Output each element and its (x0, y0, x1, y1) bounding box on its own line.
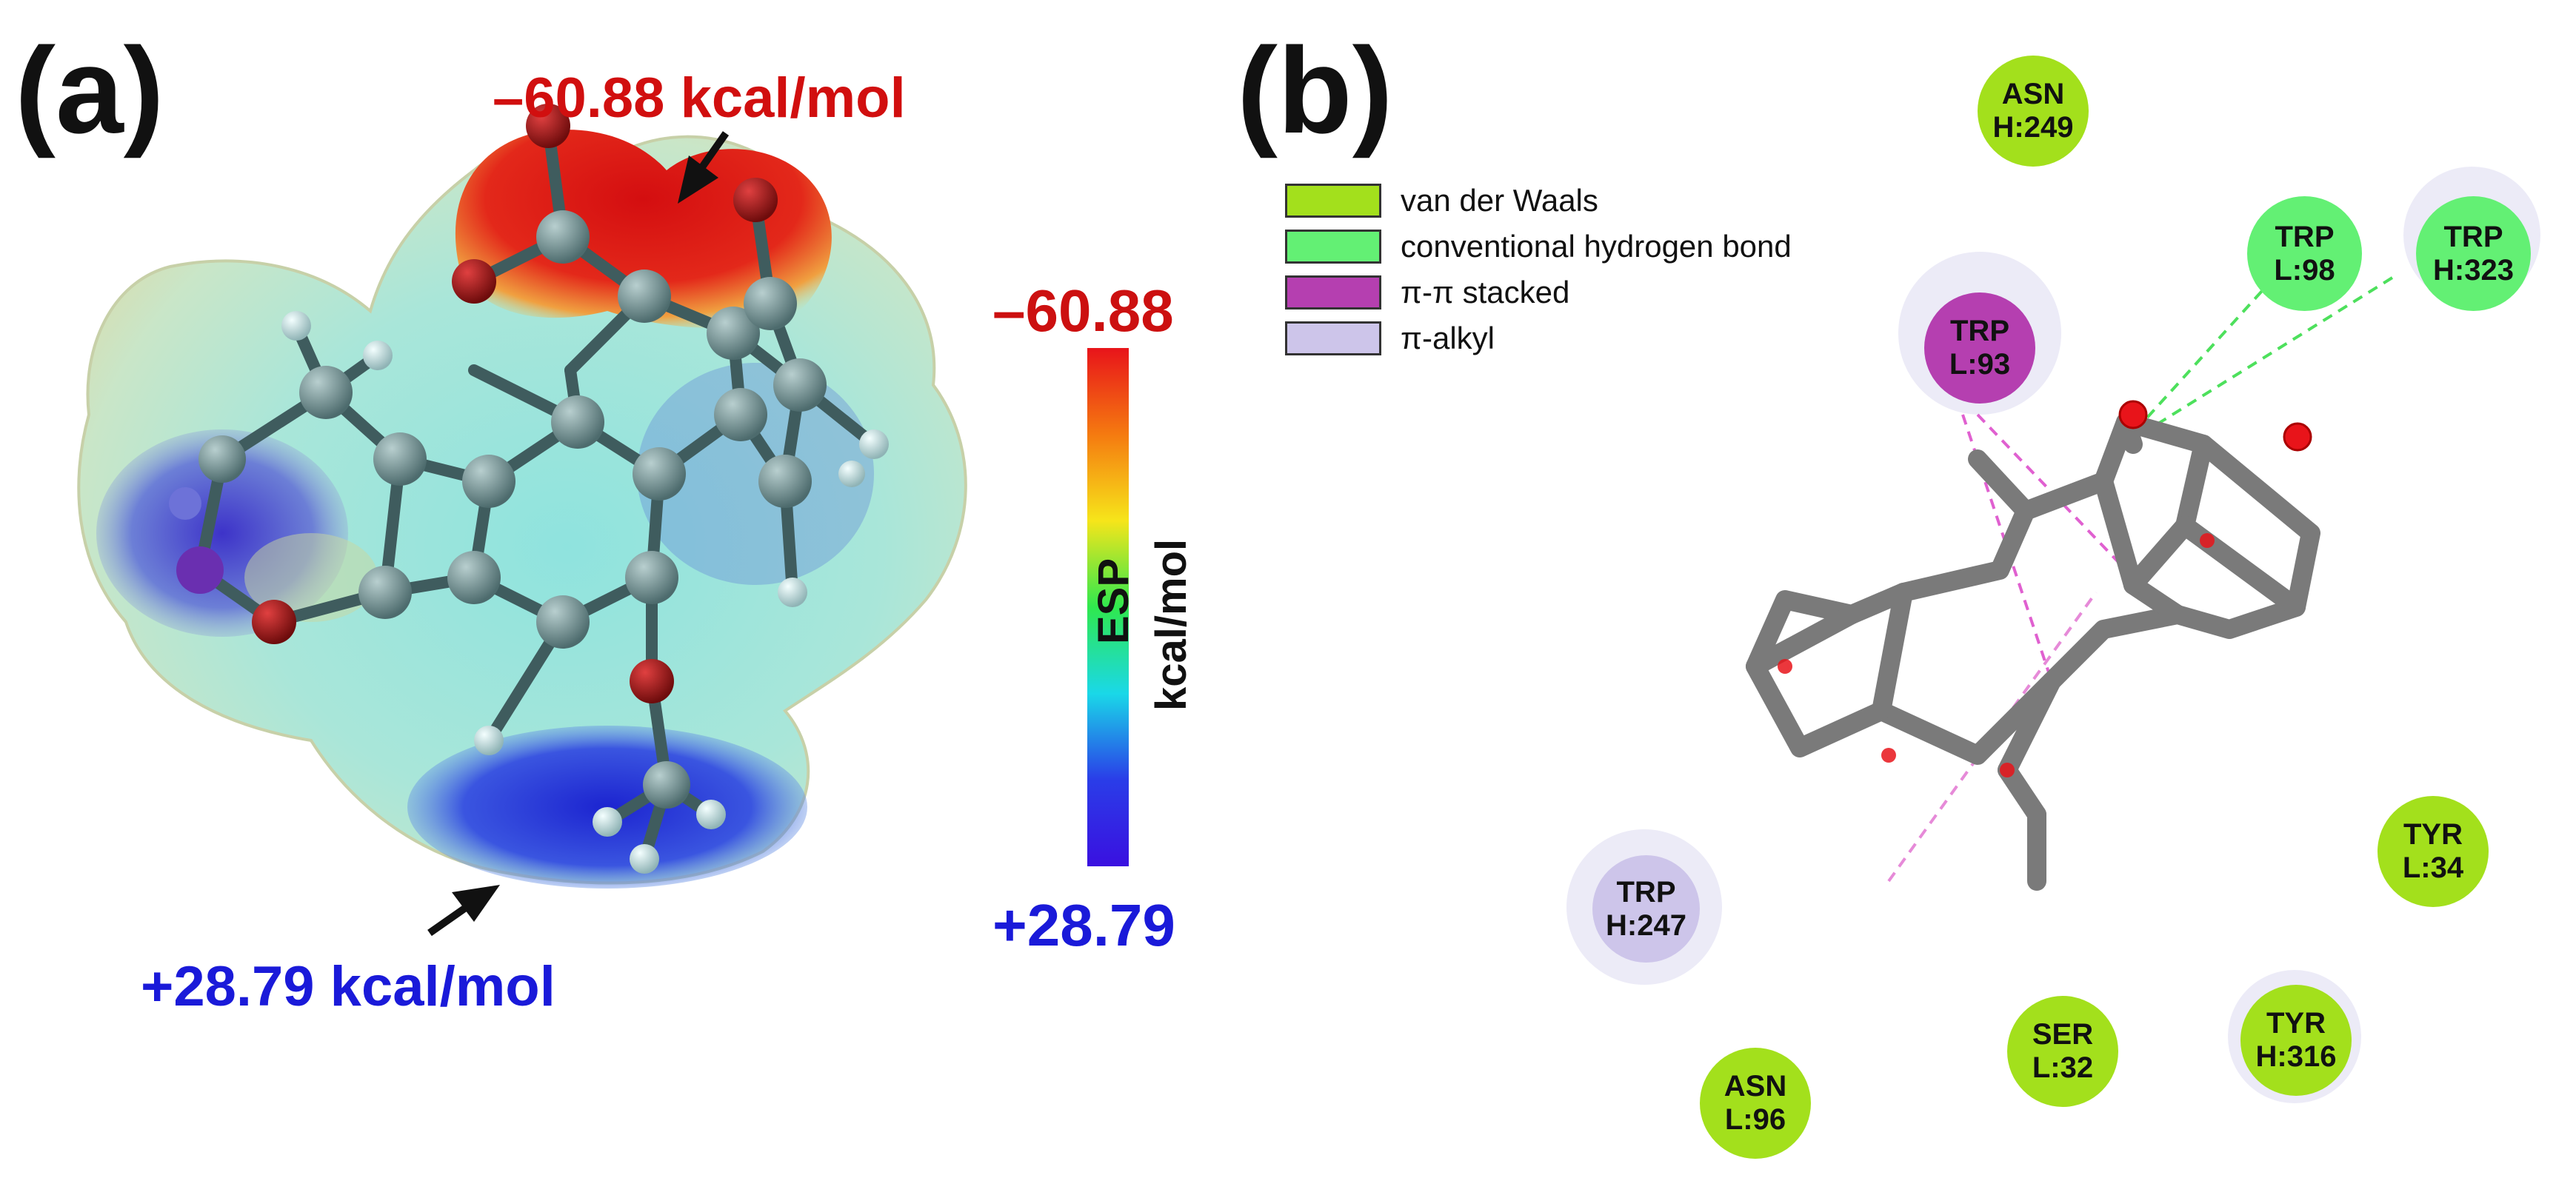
hbond-line (2135, 276, 2394, 438)
legend-item-pialkyl: π-alkyl (1285, 315, 1792, 361)
residue-name: TRP (1950, 315, 2009, 348)
legend-swatch (1285, 275, 1381, 310)
residue-id: L:96 (1724, 1103, 1786, 1136)
residue-trp-h323: TRP H:323 (2416, 196, 2531, 311)
arrow-to-negative (678, 131, 730, 204)
residue-id: L:93 (1949, 348, 2011, 381)
colorbar-top-value: –60.88 (992, 278, 1174, 344)
residue-id: H:323 (2433, 253, 2514, 287)
interaction-legend: van der Waals conventional hydrogen bond… (1285, 178, 1792, 361)
residue-id: H:247 (1606, 909, 1686, 942)
residue-asn-l96: ASN L:96 (1700, 1048, 1811, 1159)
residue-ser-l32: SER L:32 (2007, 996, 2118, 1107)
residue-trp-h247: TRP H:247 (1592, 855, 1700, 963)
residue-name: TRP (1616, 875, 1676, 909)
legend-swatch (1285, 184, 1381, 218)
colorbar-bottom-value: +28.79 (992, 892, 1175, 958)
esp-colorbar (1087, 348, 1129, 866)
arrow-to-positive (427, 885, 500, 937)
residue-name: TRP (2275, 220, 2335, 253)
residue-name: TYR (2403, 818, 2463, 852)
legend-swatch (1285, 230, 1381, 264)
residue-asn-h249: ASN H:249 (1978, 56, 2089, 167)
residue-name: TYR (2266, 1007, 2326, 1040)
residue-trp-l98: TRP L:98 (2247, 196, 2362, 311)
legend-item-vdw: van der Waals (1285, 178, 1792, 224)
pipi-line (1961, 414, 2053, 682)
residue-trp-l93: TRP L:93 (1924, 292, 2035, 404)
colorbar-unit: kcal/mol (1147, 538, 1195, 711)
panel-a-label: (a) (15, 22, 164, 158)
residue-name: ASN (1724, 1070, 1787, 1103)
min-energy-label: –60.88 kcal/mol (493, 67, 906, 130)
legend-swatch (1285, 321, 1381, 355)
residue-name: ASN (2001, 78, 2065, 111)
panel-b-label: (b) (1237, 22, 1393, 158)
legend-label: π-alkyl (1401, 321, 1495, 355)
legend-label: π-π stacked (1401, 275, 1570, 310)
max-energy-label: +28.79 kcal/mol (141, 955, 555, 1018)
residue-id: L:32 (2032, 1051, 2094, 1084)
residue-id: H:316 (2255, 1040, 2337, 1073)
residue-id: L:34 (2402, 852, 2464, 884)
residue-name: TRP (2443, 220, 2503, 253)
legend-item-pipi: π-π stacked (1285, 270, 1792, 315)
ligand-interaction-diagram (1746, 250, 2394, 891)
residue-tyr-l34: TYR L:34 (2378, 796, 2489, 907)
colorbar-title: ESP (1090, 558, 1138, 644)
legend-label: conventional hydrogen bond (1401, 229, 1792, 264)
residue-tyr-h316: TYR H:316 (2240, 985, 2352, 1096)
residue-name: SER (2032, 1018, 2094, 1051)
legend-item-hbond: conventional hydrogen bond (1285, 224, 1792, 270)
esp-surface-molecule (77, 104, 967, 937)
residue-id: L:98 (2274, 253, 2335, 287)
legend-label: van der Waals (1401, 183, 1598, 218)
residue-id: H:249 (1992, 111, 2074, 144)
